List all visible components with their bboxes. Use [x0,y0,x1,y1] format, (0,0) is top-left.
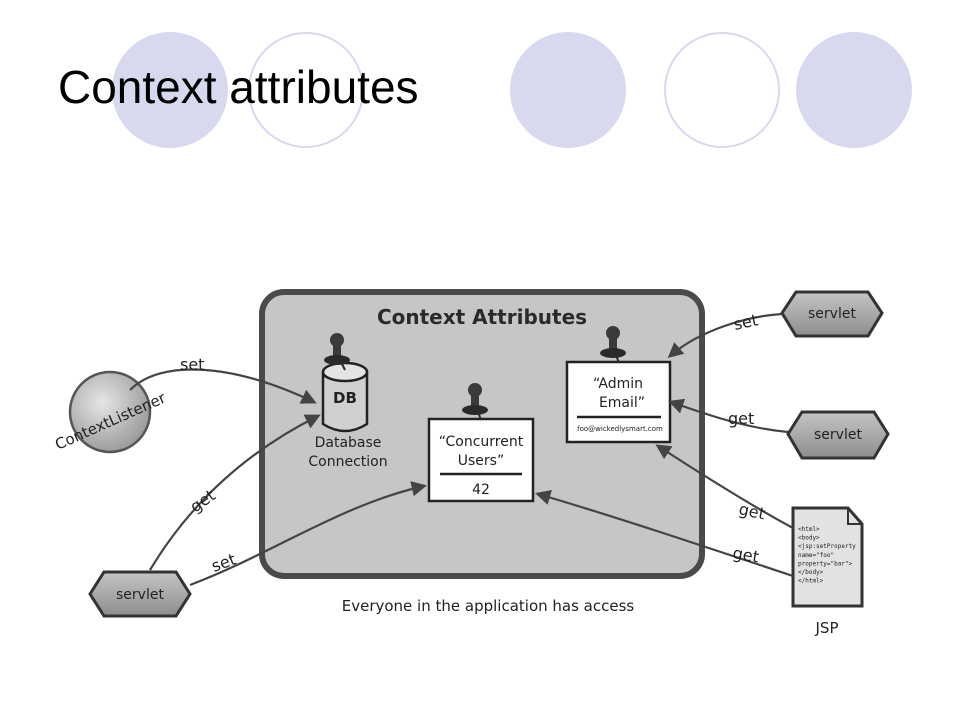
label-servlet-set: set [209,550,238,576]
servlet-top-right: servlet [780,290,884,338]
database-connection: DB Database Connection [308,333,388,470]
jsp-code-line: <jsp:setProperty [798,543,856,550]
jsp-code-line: </html> [798,578,824,585]
decor-circle-2 [248,32,364,148]
users-card-value: 42 [472,482,490,498]
decor-circle-5 [796,32,912,148]
arrow-mid-servlet-get [668,398,789,434]
admin-email-card: “Admin Email” foo@wickedlysmart.com [565,326,672,444]
label-jsp-get-1: get [737,499,767,523]
db-label: DB [333,389,357,407]
arrow-top-servlet-set [667,312,783,359]
jsp-page: <html> <body><jsp:setProperty name="foo"pr… [791,506,864,637]
decor-circle-4 [664,32,780,148]
servlet-bottom-left-label: servlet [116,587,164,603]
arrow-servlet-get [149,414,321,571]
servlet-mid-right-label: servlet [814,427,862,443]
jsp-code: <html> <body><jsp:setProperty name="foo"pr… [798,526,856,585]
servlet-top-right-label: servlet [808,306,856,322]
servlet-bottom-left: servlet [88,570,192,618]
concurrent-users-card: “Concurrent Users” 42 [427,383,535,503]
panel-title: Context Attributes [377,305,587,329]
decor-circle-3 [510,32,626,148]
jsp-label: JSP [815,619,839,637]
slide-title: Context attributes [58,61,419,113]
diagram-caption: Everyone in the application has access [342,597,635,615]
label-jsp-get-2: get [731,543,760,566]
email-card-line1: “Admin [593,376,643,392]
users-card-line2: Users” [458,453,504,469]
label-listener-set: set [180,355,204,374]
arrow-servlet-set [189,481,428,587]
label-mid-servlet-get: get [728,409,754,428]
context-listener: ContextListener [52,370,169,454]
db-caption-line2: Connection [308,454,387,470]
label-top-servlet-set: set [732,310,760,334]
email-card-line2: Email” [599,395,645,411]
arrow-listener-set [129,368,317,404]
arrow-jsp-get-1 [655,444,794,529]
jsp-code-line: <body> [798,535,820,542]
servlet-mid-right: servlet [786,410,890,460]
jsp-code-line: </body> [798,569,824,576]
jsp-code-line: <html> [798,526,820,533]
jsp-code-line: name="foo" [798,552,834,559]
jsp-code-line: property="bar"> [798,560,853,567]
decor-circle-1 [112,32,228,148]
users-card-line1: “Concurrent [439,434,524,450]
db-caption-line1: Database [315,435,382,451]
arrow-jsp-get-2 [535,490,794,578]
email-card-value: foo@wickedlysmart.com [577,425,663,433]
